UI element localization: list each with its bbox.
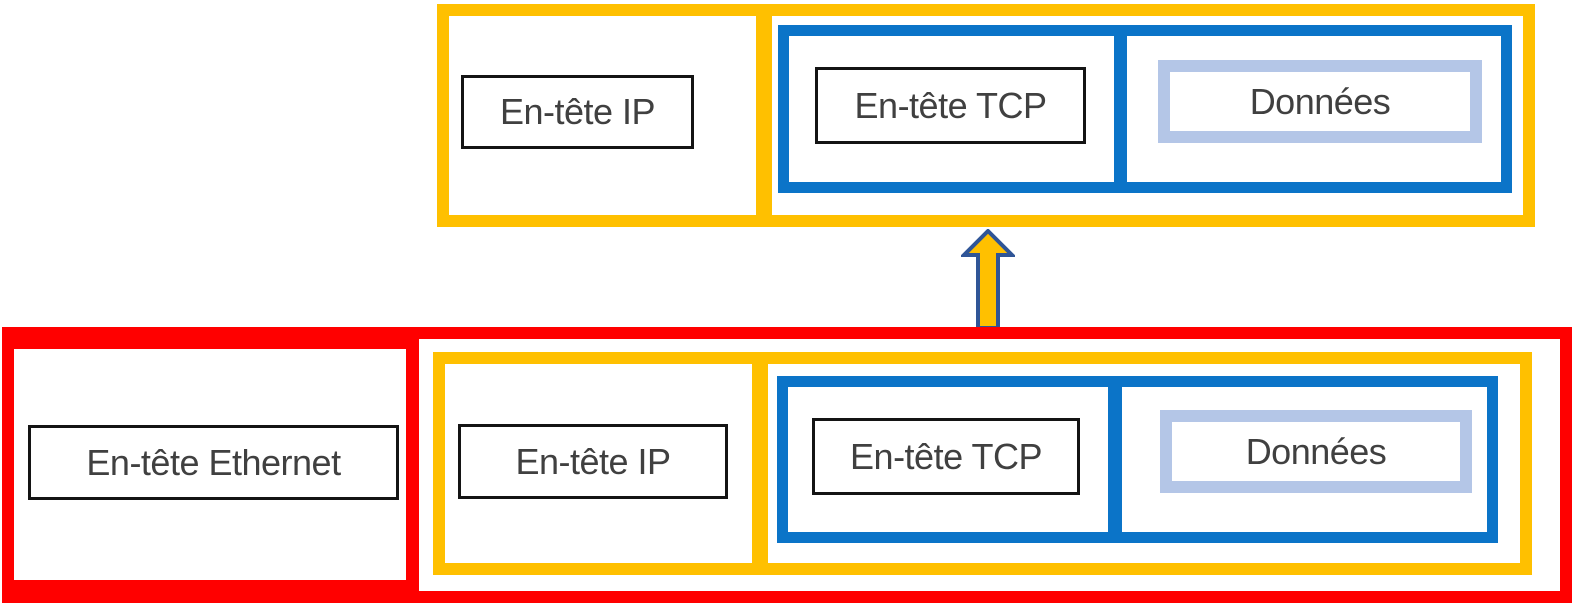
data-box-bottom: Données — [1160, 410, 1472, 493]
ethernet-header-label: En-tête Ethernet — [86, 441, 341, 483]
ip-packet-bottom-divider — [752, 352, 768, 575]
tcp-header-box-top: En-tête TCP — [815, 67, 1086, 144]
ip-header-box-top: En-tête IP — [461, 75, 694, 149]
tcp-segment-bottom-divider — [1108, 376, 1122, 543]
data-box-top: Données — [1158, 60, 1482, 143]
tcp-header-label-bottom: En-tête TCP — [850, 435, 1042, 477]
tcp-header-label-top: En-tête TCP — [854, 84, 1047, 126]
ethernet-header-box: En-tête Ethernet — [28, 425, 399, 500]
ip-header-label-top: En-tête IP — [499, 91, 656, 132]
ip-header-label-bottom: En-tête IP — [515, 440, 671, 482]
up-arrow-icon — [961, 229, 1015, 330]
ip-header-box-bottom: En-tête IP — [458, 424, 728, 499]
data-label-bottom: Données — [1245, 430, 1387, 472]
ip-packet-top-divider — [756, 4, 772, 227]
data-label-top: Données — [1249, 80, 1391, 122]
tcp-segment-top-divider — [1114, 25, 1127, 193]
tcp-header-box-bottom: En-tête TCP — [812, 418, 1080, 495]
